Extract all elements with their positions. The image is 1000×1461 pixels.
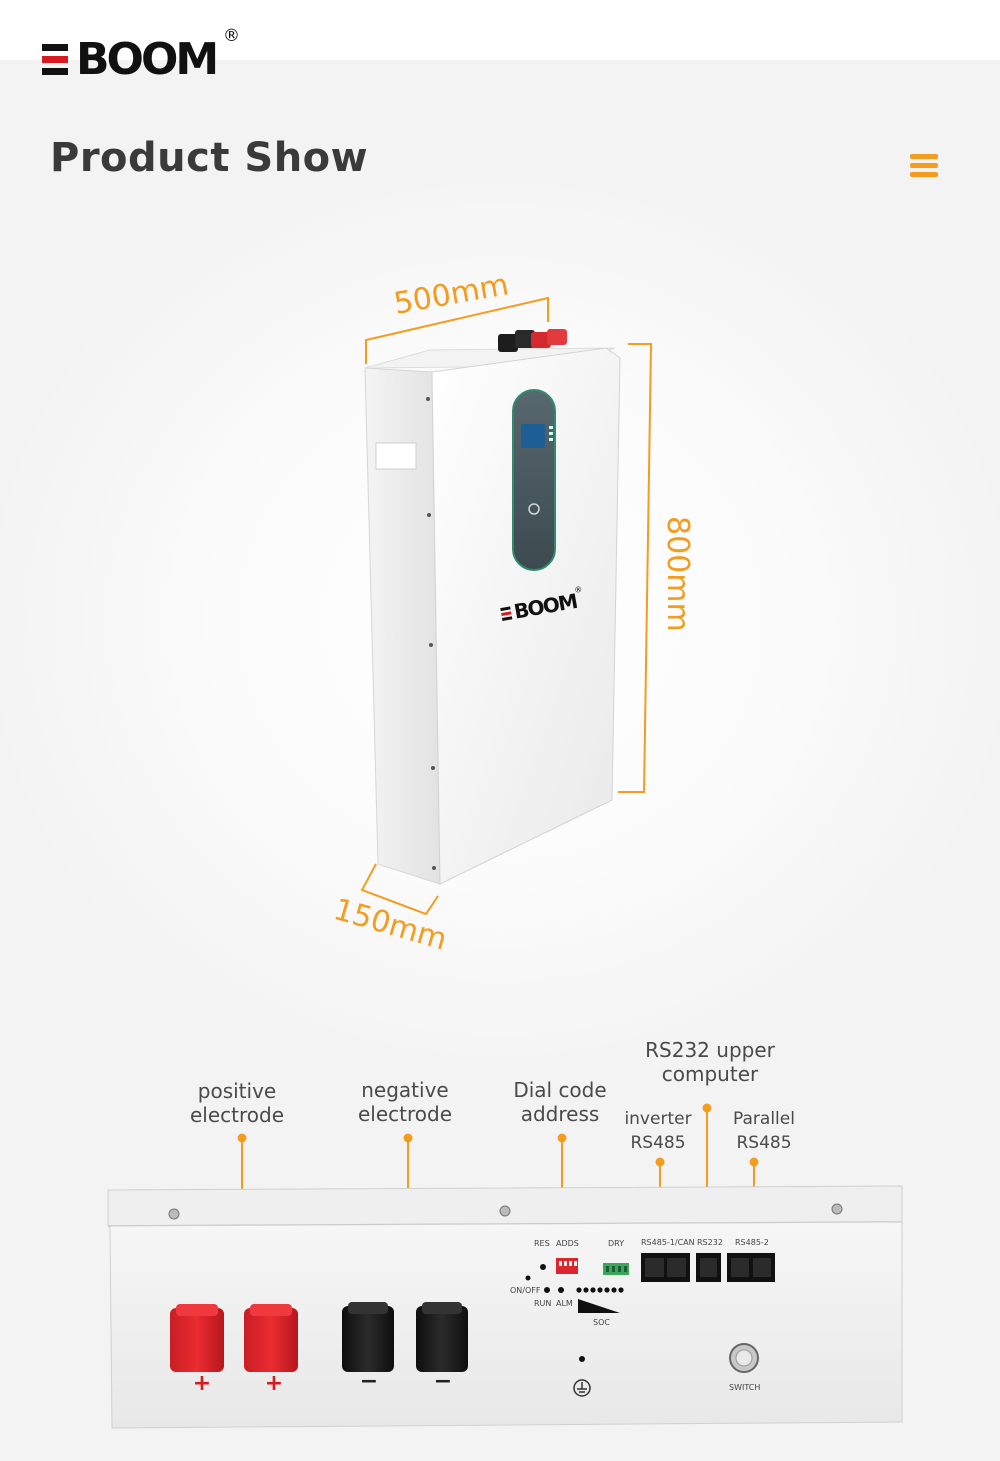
positive-terminal-2: +	[244, 1304, 298, 1396]
svg-text:+: +	[265, 1371, 283, 1396]
height-dimension-label: 800mm	[660, 516, 695, 632]
svg-text:−: −	[360, 1369, 378, 1394]
ground-screw	[579, 1356, 585, 1362]
dry-label: DRY	[608, 1239, 624, 1248]
rs485-2-label: RS485-2	[735, 1238, 769, 1247]
negative-terminal-2: −	[416, 1302, 468, 1394]
negative-terminal-1: −	[342, 1302, 394, 1394]
alm-label: ALM	[556, 1299, 573, 1308]
svg-text:®: ®	[574, 585, 583, 595]
soc-leds	[576, 1287, 624, 1293]
hamburger-menu-icon[interactable]	[906, 152, 942, 180]
svg-text:−: −	[434, 1369, 452, 1394]
logo-text: BOOM	[76, 34, 219, 85]
soc-label: SOC	[593, 1318, 610, 1327]
run-indicator	[544, 1287, 550, 1293]
width-dimension-label: 500mm	[391, 267, 511, 322]
rs485-can-port	[641, 1253, 690, 1282]
brand-logo[interactable]: BOOM ®	[42, 26, 252, 85]
battery-panel-illustration: + + − − RES ADDS DRY RS485-1/CAN RS232 R…	[107, 1103, 903, 1429]
battery-illustration: BOOM ® 500mm 800mm 150mm	[330, 267, 695, 958]
depth-dimension-line	[360, 863, 439, 916]
battery-front-face	[431, 347, 621, 885]
svg-text:+: +	[193, 1371, 211, 1396]
rs485-2-port	[727, 1253, 775, 1282]
top-terminal-black	[498, 330, 535, 352]
run-label: RUN	[534, 1299, 551, 1308]
rs232-label: RS232	[697, 1238, 723, 1247]
battery-display-panel	[512, 389, 556, 571]
width-dimension-line	[365, 296, 549, 364]
onoff-label: ON/OFF	[510, 1286, 541, 1295]
adds-label: ADDS	[556, 1239, 579, 1248]
onoff-indicator	[525, 1275, 531, 1281]
soc-wedge	[578, 1299, 620, 1313]
res-label: RES	[534, 1239, 550, 1248]
dry-contact-terminal	[603, 1263, 629, 1275]
reset-button	[540, 1264, 546, 1270]
logo-registered-mark: ®	[223, 26, 240, 46]
logo-bars-icon	[42, 44, 68, 76]
positive-terminal-1: +	[170, 1304, 224, 1396]
depth-dimension-label: 150mm	[330, 892, 451, 958]
ground-symbol-icon	[573, 1379, 591, 1397]
page-title: Product Show	[50, 135, 369, 181]
top-terminal-red	[531, 329, 567, 348]
height-dimension-line	[618, 343, 653, 793]
panel-front	[109, 1221, 903, 1429]
alm-indicator	[558, 1287, 564, 1293]
battery-power-button	[528, 503, 540, 515]
battery-lcd-screen	[521, 424, 545, 448]
switch-label: SWITCH	[729, 1383, 760, 1392]
rs232-port	[696, 1253, 721, 1282]
battery-handle-slot	[375, 442, 417, 470]
rs485-can-label: RS485-1/CAN	[641, 1238, 695, 1247]
top-bar	[0, 0, 1000, 60]
